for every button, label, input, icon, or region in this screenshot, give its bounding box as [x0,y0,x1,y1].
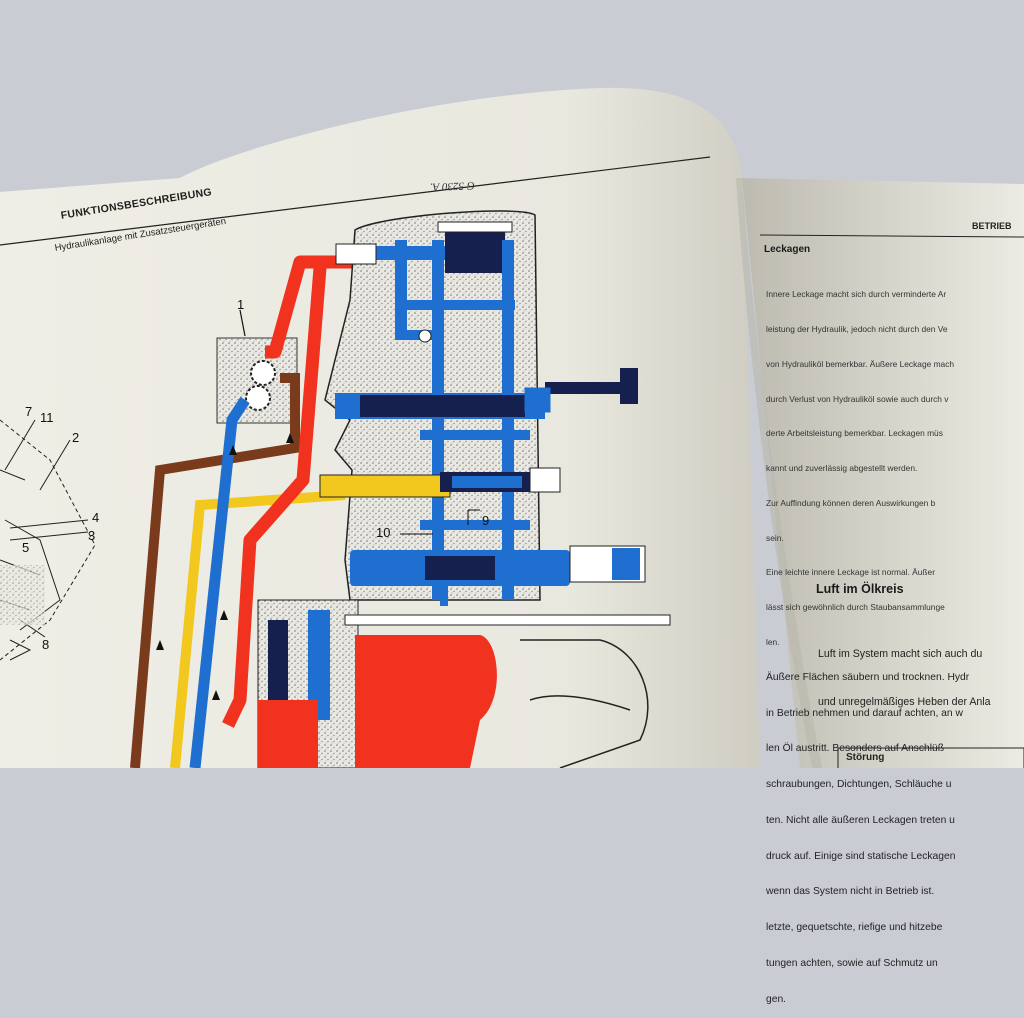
callout-7: 7 [25,404,33,419]
body-line: Äußere Flächen säubern und trocknen. Hyd… [766,671,970,683]
flow-arrows [156,433,294,700]
troubleshooting-table [837,747,1024,768]
body-line: tungen achten, sowie auf Schmutz un [766,958,938,970]
body-line: schraubungen, Dichtungen, Schläuche u [766,779,952,791]
body-line: Eine leichte innere Leckage ist normal. … [766,567,935,578]
callout-8: 8 [42,637,50,652]
lower-assembly [257,599,671,768]
pump-gear-top-icon [250,360,276,386]
body-line: gen. [766,993,787,1005]
body-line: in Betrieb nehmen und darauf achten, an … [766,707,963,719]
body-line: sein. [766,532,784,543]
return-line-brown [130,373,300,768]
body-line: durch Verlust von Hydrauliköl sowie auch… [766,393,949,404]
body-line: len Öl austritt. Besonders auf Anschlüß [766,743,944,755]
body-line: kannt und zuverlässig abgestellt werden. [766,463,918,474]
right-page [742,178,1024,768]
body-line: druck auf. Einige sind statische Leckage… [766,850,956,862]
body-line: Luft im System macht sich auch du [818,648,983,660]
right-page-header: BETRIEB [972,221,1012,231]
right-header-rule [759,234,1024,238]
callout-5: 5 [22,540,30,555]
body-line: Innere Leckage macht sich durch verminde… [766,289,947,300]
callout-leaders [400,509,480,535]
pump-gear-bottom-icon [245,385,271,411]
table-header-stoerung: Störung [846,752,885,763]
body-line: lässt sich gewöhnlich durch Staubansamml… [766,602,945,613]
section-luft-body: Luft im System macht sich auch du und un… [818,614,1024,726]
photo-scene [0,87,1024,768]
callout-4: 4 [92,510,100,525]
body-line: len. [766,637,780,647]
body-line: Zur Auffindung können deren Auswirkungen… [766,497,936,508]
callout-9: 9 [482,513,490,528]
callout-10: 10 [376,525,391,540]
spool-middle [319,474,451,498]
body-line: von Hydrauliköl bemerkbar. Äußere Leckag… [766,358,955,369]
callout-3: 3 [88,528,96,543]
section-leckagen-title: Leckagen [764,244,811,255]
drawing-code: G 5230 A. [429,179,475,193]
callout-11: 11 [40,410,54,425]
body-line: leistung der Hydraulik, jedoch nicht dur… [766,323,948,334]
body-line: und unregelmäßiges Heben der Anla [818,696,991,708]
valve-block [319,210,646,606]
callout-1: 1 [237,297,245,312]
body-line: ten. Nicht alle äußeren Leckagen treten … [766,814,955,826]
left-header-rule [0,156,711,246]
callout-2: 2 [72,430,80,445]
line-yellow [170,490,346,768]
body-line: wenn das System nicht in Betrieb ist. [766,886,935,898]
suction-line-blue [189,397,250,768]
body-line: letzte, gequetschte, riefige und hitzebe [766,922,943,934]
section-luft-title: Luft im Ölkreis [816,582,904,596]
body-line: derte Arbeitsleistung bemerkbar. Leckage… [766,428,943,439]
